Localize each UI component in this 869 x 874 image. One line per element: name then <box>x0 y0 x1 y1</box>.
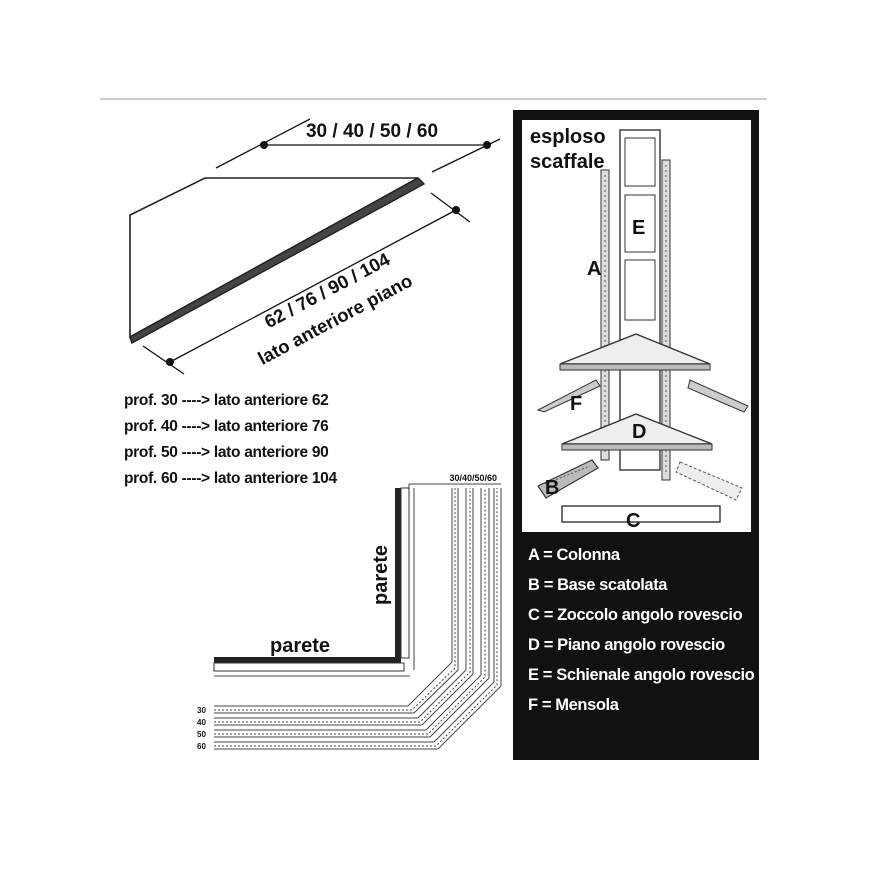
part-label-a: A <box>587 258 601 280</box>
plan-depth-row-60: 60 <box>197 742 206 751</box>
dimension-dot <box>260 141 268 149</box>
legend-item: F = Mensola <box>528 696 619 714</box>
shelf-perspective-drawing: 30 / 40 / 50 / 60 62 / 76 / 90 / 104 lat… <box>129 118 501 375</box>
dimension-dot <box>166 358 174 366</box>
front-value: lato anteriore 62 <box>213 392 329 409</box>
dimension-dot <box>452 206 460 214</box>
wall-vertical <box>395 488 401 663</box>
part-label-e: E <box>632 217 645 239</box>
front-value: lato anteriore 104 <box>213 470 337 487</box>
depth-row: prof. 50 ----> lato anteriore 90 <box>124 444 329 462</box>
legend-item: C = Zoccolo angolo rovescio <box>528 606 743 624</box>
plan-shelf-outline-50 <box>214 488 486 735</box>
back-panel-e <box>619 129 661 471</box>
part-label-d: D <box>632 421 646 443</box>
wall-label-vertical: parete <box>370 545 392 605</box>
wall-horizontal <box>214 657 400 663</box>
bracket-f-left <box>536 379 601 413</box>
depth-row: prof. 40 ----> lato anteriore 76 <box>124 418 329 436</box>
plan-depth-row-50: 50 <box>197 730 206 739</box>
base-right <box>675 461 743 501</box>
arrow: ----> <box>181 392 211 409</box>
plan-depth-row-40: 40 <box>197 718 206 727</box>
legend-item: E = Schienale angolo rovescio <box>528 666 755 684</box>
front-value: lato anteriore 90 <box>213 444 329 461</box>
legend-item: B = Base scatolata <box>528 576 668 594</box>
bracket-right <box>687 379 749 413</box>
depth-value: prof. 60 <box>124 470 178 487</box>
exploded-title-line2: scaffale <box>530 151 605 173</box>
arrow: ----> <box>181 418 211 435</box>
exploded-view-panel: esploso scaffale E A F D B C <box>513 110 759 760</box>
plan-view-drawing: parete parete 30/40/50/60 30 40 50 60 <box>197 473 502 751</box>
wall-label-horizontal: parete <box>270 635 330 657</box>
plan-shelf-outline-60 <box>214 488 498 747</box>
top-dimension-label: 30 / 40 / 50 / 60 <box>306 121 438 142</box>
arrow: ----> <box>181 470 211 487</box>
legend-item: D = Piano angolo rovescio <box>528 636 725 654</box>
depth-value: prof. 40 <box>124 418 178 435</box>
depth-value: prof. 50 <box>124 444 178 461</box>
base-b <box>537 459 599 499</box>
depth-row: prof. 30 ----> lato anteriore 62 <box>124 392 329 410</box>
part-label-c: C <box>626 510 640 532</box>
dimension-dot <box>483 141 491 149</box>
exploded-title-line1: esploso <box>530 126 606 148</box>
part-label-f: F <box>570 393 582 415</box>
front-value: lato anteriore 76 <box>213 418 329 435</box>
part-label-b: B <box>545 477 559 499</box>
plinth-c <box>561 505 721 523</box>
depth-row: prof. 60 ----> lato anteriore 104 <box>124 470 337 488</box>
plan-depth-header: 30/40/50/60 <box>449 473 497 483</box>
plan-shelf-outline-30 <box>214 488 456 711</box>
dimension-line-front <box>169 209 457 363</box>
plan-depth-row-30: 30 <box>197 706 206 715</box>
depth-value: prof. 30 <box>124 392 178 409</box>
legend-item: A = Colonna <box>528 546 620 564</box>
arrow: ----> <box>181 444 211 461</box>
plan-shelf-outline-40 <box>214 488 471 723</box>
